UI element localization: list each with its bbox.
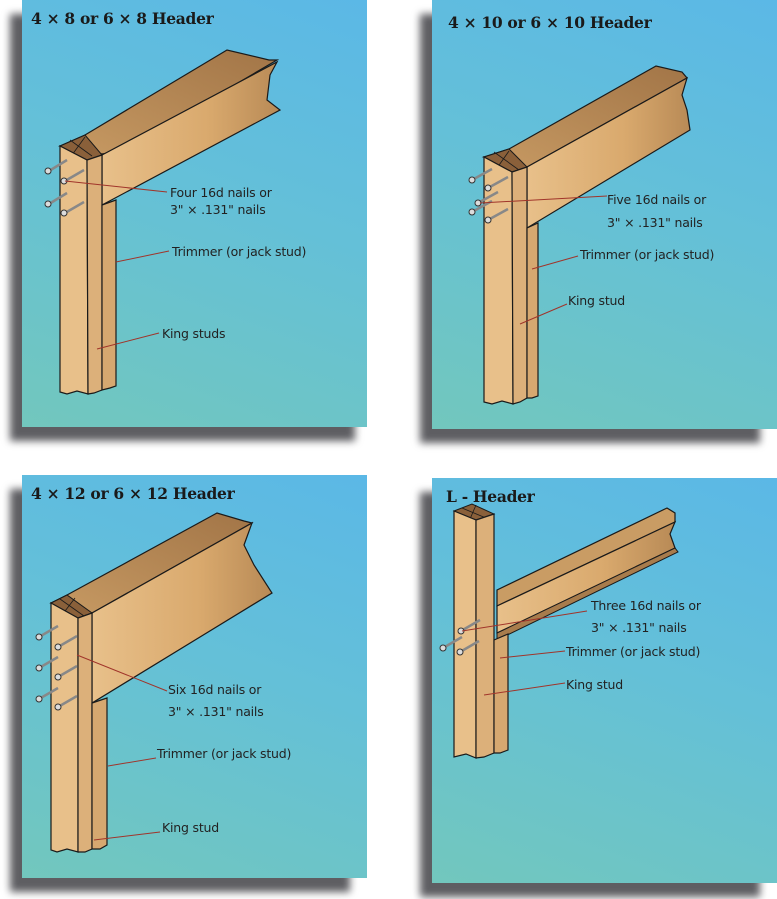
- king-stud-label: King stud: [568, 293, 625, 308]
- nails-label: Five 16d nails or 3" × .131" nails: [607, 192, 707, 230]
- king-stud-label: King stud: [566, 677, 623, 692]
- panel-4x12-header: 4 × 12 or 6 × 12 Header Six 16d nails or…: [10, 475, 367, 892]
- header-4x12-illustration: [35, 512, 273, 853]
- panel-l-header: L - Header Three 16d nails or 3" × .131"…: [420, 478, 777, 897]
- panel-title: L - Header: [446, 487, 535, 506]
- nails-label: Three 16d nails or 3" × .131" nails: [591, 598, 701, 635]
- trimmer-label: Trimmer (or jack stud): [172, 244, 307, 259]
- king-stud-label: King studs: [162, 326, 226, 341]
- header-4x10-illustration: [468, 65, 691, 405]
- panel-background: 4 × 10 or 6 × 10 Header Five 16d nails o…: [432, 0, 777, 429]
- panel-4x10-header: 4 × 10 or 6 × 10 Header Five 16d nails o…: [420, 0, 777, 443]
- nails-label: Four 16d nails or 3" × .131" nails: [170, 185, 272, 217]
- panel-background: L - Header Three 16d nails or 3" × .131"…: [432, 478, 777, 883]
- nails-label: Six 16d nails or 3" × .131" nails: [168, 682, 264, 719]
- king-stud-label: King stud: [162, 820, 219, 835]
- nail-icons: [44, 158, 85, 217]
- panel-background: 4 × 12 or 6 × 12 Header Six 16d nails or…: [22, 475, 367, 878]
- panel-title: 4 × 8 or 6 × 8 Header: [31, 9, 214, 28]
- l-header-illustration: [439, 503, 679, 759]
- panel-background: 4 × 8 or 6 × 8 Header Four 16d nails or …: [22, 0, 367, 427]
- trimmer-label: Trimmer (or jack stud): [580, 247, 715, 262]
- trimmer-label: Trimmer (or jack stud): [157, 746, 292, 761]
- panel-title: 4 × 10 or 6 × 10 Header: [448, 13, 652, 32]
- panel-title: 4 × 12 or 6 × 12 Header: [31, 484, 235, 503]
- panel-4x8-header: 4 × 8 or 6 × 8 Header Four 16d nails or …: [10, 0, 367, 441]
- leader-lines: [64, 180, 170, 350]
- header-4x8-illustration: [44, 49, 282, 395]
- trimmer-label: Trimmer (or jack stud): [566, 644, 701, 659]
